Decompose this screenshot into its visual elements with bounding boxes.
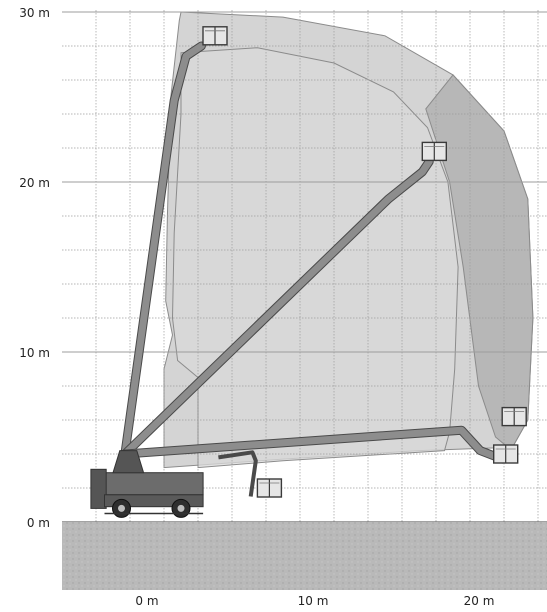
vehicle-chassis — [90, 450, 204, 518]
wheel-hub-1 — [118, 504, 125, 512]
jib-arm — [218, 450, 258, 497]
basket-4 — [493, 444, 519, 464]
y-axis-labels: 0 m 10 m 20 m 30 m — [19, 6, 50, 530]
x-tick-label-0: 0 m — [135, 594, 158, 608]
y-tick-label-20: 20 m — [19, 176, 50, 190]
basket-2 — [421, 141, 447, 162]
x-tick-label-10: 10 m — [298, 594, 329, 608]
y-tick-label-30: 30 m — [19, 6, 50, 20]
x-tick-label-20: 20 m — [464, 594, 495, 608]
vehicle-cab — [90, 468, 107, 509]
wheel-hub-2 — [177, 504, 185, 512]
boom-arms — [120, 41, 507, 497]
boom-arm-3 — [121, 426, 506, 463]
basket-3 — [501, 406, 527, 427]
vehicle-deck — [92, 472, 204, 496]
y-tick-label-10: 10 m — [19, 346, 50, 360]
turntable — [112, 450, 145, 474]
basket-1 — [202, 26, 228, 46]
x-axis-labels: 0 m 10 m 20 m — [135, 594, 494, 608]
basket-5 — [256, 478, 283, 498]
basket-icons — [202, 26, 527, 498]
vehicle-frame — [104, 494, 204, 508]
ground-area — [62, 522, 547, 590]
boom-arm-2 — [121, 158, 433, 458]
boom-arm-1 — [121, 42, 205, 458]
envelope-region-2 — [171, 47, 459, 469]
y-tick-label-0: 0 m — [27, 516, 50, 530]
